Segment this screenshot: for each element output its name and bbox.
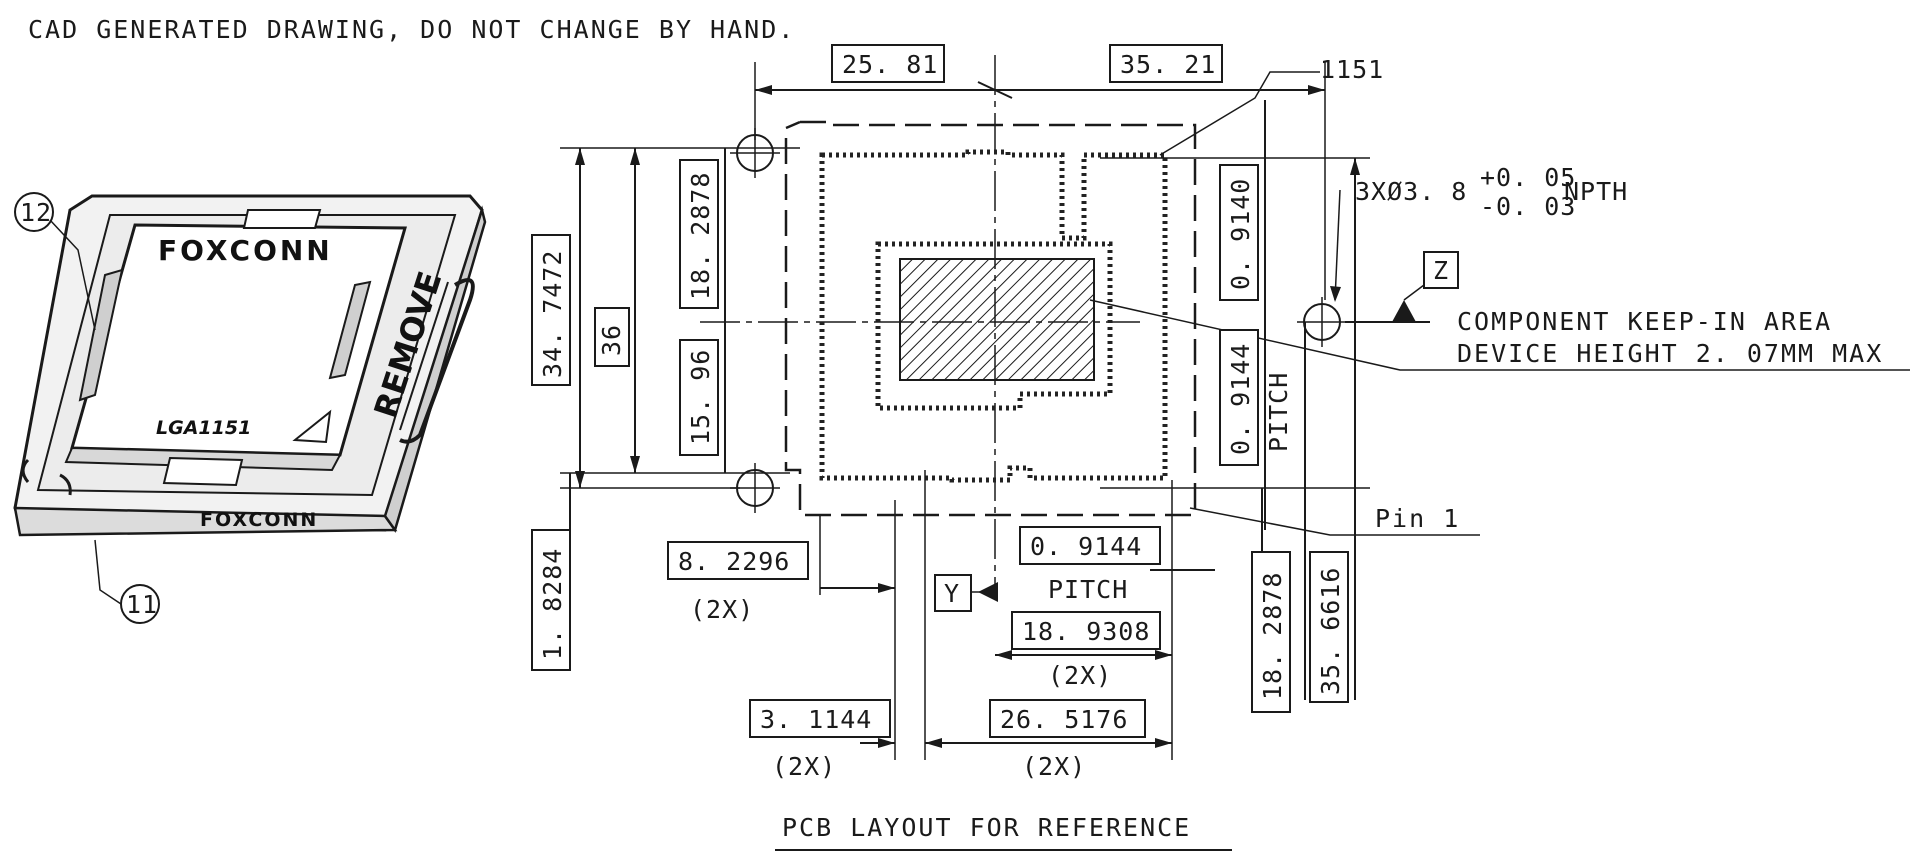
brand-bottom-label: FOXCONN <box>200 509 318 531</box>
dim-82296: 8. 2296 <box>678 547 790 576</box>
header-note: CAD GENERATED DRAWING, DO NOT CHANGE BY … <box>28 15 795 44</box>
datum-z: Z <box>1433 256 1449 285</box>
dim-265176-2x: (2X) <box>1022 752 1086 781</box>
dim-r-182878: 18. 2878 <box>1258 572 1287 700</box>
keep-in-area <box>899 258 1095 381</box>
dim-189308: 18. 9308 <box>1022 617 1150 646</box>
socket-id: 1151 <box>1320 55 1384 84</box>
dim-right-upper: 0. 9140 <box>1226 178 1255 290</box>
hole-tol-minus: -0. 03 <box>1480 192 1576 221</box>
dim-top-right: 35. 21 <box>1120 50 1216 79</box>
hole-tol-plus: +0. 05 <box>1480 163 1576 192</box>
dimension-labels: 25. 81 35. 21 1151 34. 7472 36 18. 2878 … <box>531 44 1459 781</box>
dim-right-lower: 0. 9144 <box>1226 343 1255 455</box>
keepin-line-2: DEVICE HEIGHT 2. 07MM MAX <box>1457 339 1883 368</box>
dim-left-overall: 34. 7472 <box>538 250 567 378</box>
datum-y: Y <box>944 579 960 608</box>
callout-11-label: 11 <box>126 590 158 619</box>
dim-left-bottom: 1. 8284 <box>538 548 567 660</box>
pitch-label: PITCH <box>1048 575 1128 604</box>
layout-geometry <box>560 55 1910 760</box>
callout-12-circle <box>14 192 54 232</box>
socket-illustration: FOXCONN LGA1151 FOXCONN REMOVE 12 11 <box>13 192 487 624</box>
dim-pitch-h: 0. 9144 <box>1030 532 1142 561</box>
dim-left-upper: 18. 2878 <box>686 172 715 300</box>
dim-82296-2x: (2X) <box>690 595 754 624</box>
hole-note-prefix: 3XØ3. 8 <box>1355 177 1467 206</box>
dim-31144: 3. 1144 <box>760 705 872 734</box>
dim-left-lower: 15. 96 <box>686 349 715 445</box>
layout-title: PCB LAYOUT FOR REFERENCE <box>782 813 1191 842</box>
notes: 3XØ3. 8 +0. 05 -0. 03 NPTH COMPONENT KEE… <box>775 163 1883 851</box>
brand-top-label: FOXCONN <box>158 234 333 267</box>
dim-189308-2x: (2X) <box>1048 661 1112 690</box>
dim-left-36: 36 <box>597 324 626 356</box>
dim-265176: 26. 5176 <box>1000 705 1128 734</box>
dim-31144-2x: (2X) <box>772 752 836 781</box>
model-label: LGA1151 <box>156 417 251 439</box>
pitch-vertical-label: PITCH <box>1264 372 1293 452</box>
dim-top-left: 25. 81 <box>842 50 938 79</box>
hole-note-suffix: NPTH <box>1564 177 1628 206</box>
dim-r-356616: 35. 6616 <box>1316 567 1345 695</box>
pin1-label: Pin 1 <box>1375 504 1460 533</box>
keepin-line-1: COMPONENT KEEP-IN AREA <box>1457 307 1832 336</box>
callout-12-label: 12 <box>20 198 52 227</box>
